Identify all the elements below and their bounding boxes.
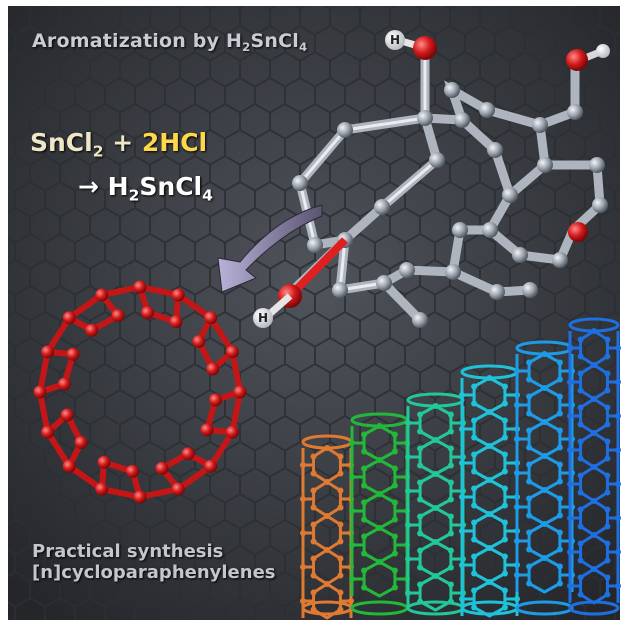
equation-product: → H2SnCl4 bbox=[78, 172, 213, 205]
precursor-molecule: H H bbox=[253, 30, 610, 328]
red-nanohoop-molecule bbox=[33, 280, 247, 504]
caption-line-2: [n]cycloparaphenylenes bbox=[32, 562, 276, 583]
hydrogen-label-bottom: H bbox=[258, 311, 268, 325]
caption-line-1: Practical synthesis bbox=[32, 541, 224, 562]
hydrogen-label-top: H bbox=[390, 33, 400, 47]
equation-reactants: SnCl2 + 2HCl bbox=[30, 128, 208, 161]
title-heading: Aromatization by H2SnCl4 bbox=[32, 30, 308, 55]
nanotube-series bbox=[300, 317, 621, 620]
reaction-arrow bbox=[217, 204, 323, 293]
right-arrow-icon: → bbox=[78, 172, 99, 201]
